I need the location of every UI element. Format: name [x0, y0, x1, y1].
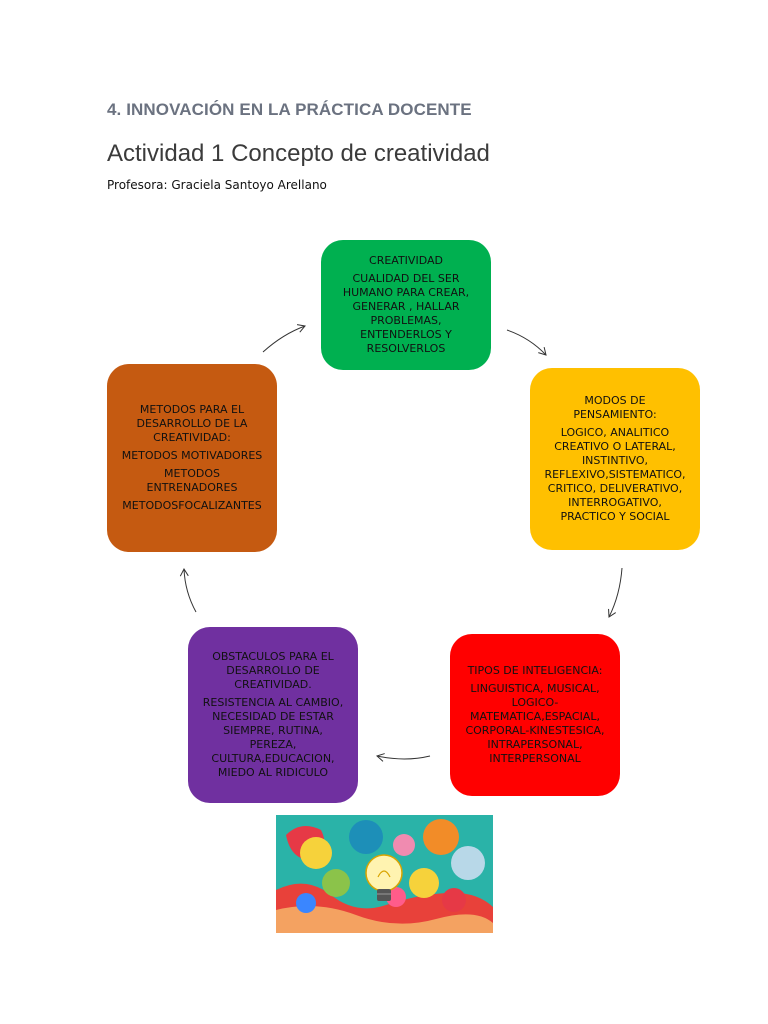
creativity-illustration: [276, 815, 493, 933]
box-metodos-item-3: METODOSFOCALIZANTES: [122, 499, 262, 512]
section-heading: 4. INNOVACIÓN EN LA PRÁCTICA DOCENTE: [107, 100, 472, 119]
box-obstaculos: OBSTACULOS PARA EL DESARROLLO DE CREATIV…: [188, 627, 358, 803]
box-modos-body: LOGICO, ANALITICO CREATIVO O LATERAL, IN…: [544, 426, 686, 523]
box-metodos-item-1: METODOS MOTIVADORES: [121, 449, 263, 462]
teacher-name: Profesora: Graciela Santoyo Arellano: [107, 178, 327, 192]
box-obstaculos-title: OBSTACULOS PARA EL DESARROLLO DE CREATIV…: [212, 650, 334, 691]
lightbulb-icon: [365, 854, 403, 901]
box-metodos-item-2: METODOS ENTRENADORES: [146, 467, 238, 494]
box-modos-title: MODOS DE PENSAMIENTO:: [573, 394, 657, 421]
arrow-creatividad-to-modos: [506, 329, 547, 356]
arrow-metodos-to-creatividad: [262, 324, 306, 353]
box-metodos: METODOS PARA EL DESARROLLO DE LA CREATIV…: [107, 364, 277, 552]
box-tipos-inteligencia: TIPOS DE INTELIGENCIA: LINGUISTICA, MUSI…: [450, 634, 620, 796]
activity-title: Actividad 1 Concepto de creatividad: [107, 140, 490, 167]
arrow-modos-to-tipos: [608, 567, 623, 618]
box-creatividad-title: CREATIVIDAD: [369, 254, 443, 267]
box-tipos-title: TIPOS DE INTELIGENCIA:: [467, 664, 603, 677]
arrow-obstaculos-to-metodos: [179, 567, 197, 613]
box-creatividad-body: CUALIDAD DEL SER HUMANO PARA CREAR, GENE…: [342, 272, 470, 355]
box-tipos-body: LINGUISTICA, MUSICAL, LOGICO-MATEMATICA,…: [465, 682, 605, 765]
box-metodos-title: METODOS PARA EL DESARROLLO DE LA CREATIV…: [136, 403, 248, 444]
box-obstaculos-body: RESISTENCIA AL CAMBIO, NECESIDAD DE ESTA…: [202, 696, 344, 779]
box-modos-pensamiento: MODOS DE PENSAMIENTO: LOGICO, ANALITICO …: [530, 368, 700, 550]
box-creatividad: CREATIVIDAD CUALIDAD DEL SER HUMANO PARA…: [321, 240, 491, 370]
arrow-tipos-to-obstaculos: [376, 753, 431, 762]
